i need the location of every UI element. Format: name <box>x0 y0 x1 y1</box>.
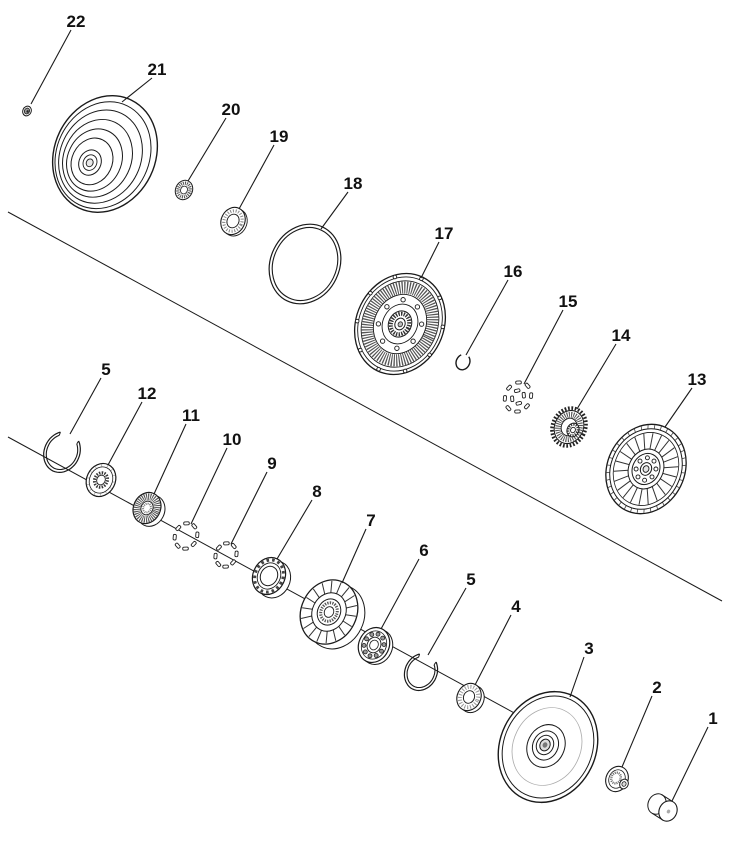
leader-line-part-18 <box>320 191 349 230</box>
leader-line-part-13 <box>664 387 693 428</box>
leader-line-part-6 <box>380 558 420 630</box>
part-15-graphic <box>502 380 534 414</box>
part-2-graphic <box>605 765 629 793</box>
part-number-label: 19 <box>270 127 289 146</box>
parts-layer <box>22 95 687 822</box>
part-10-graphic <box>172 521 200 551</box>
part-7-graphic <box>299 579 366 650</box>
part-number-label: 5 <box>101 360 110 379</box>
part-14-graphic <box>550 406 588 448</box>
part-11-graphic <box>132 491 166 527</box>
leader-lines-layer <box>30 29 709 802</box>
part-17-graphic <box>353 272 447 376</box>
leader-line-part-15 <box>523 309 564 385</box>
part-5-graphic <box>403 653 439 692</box>
part-16-graphic <box>455 354 471 371</box>
part-number-label: 20 <box>222 100 241 119</box>
axis-line <box>7 211 723 602</box>
part-21-graphic <box>51 95 159 213</box>
part-number-label: 14 <box>612 326 631 345</box>
part-number-label: 9 <box>267 454 276 473</box>
part-number-label: 8 <box>312 482 321 501</box>
part-9-graphic <box>213 541 239 569</box>
part-number-label: 11 <box>182 406 200 425</box>
leader-line-part-22 <box>30 29 72 105</box>
part-13-graphic <box>605 423 687 515</box>
part-5-graphic <box>43 431 81 474</box>
part-number-label: 4 <box>511 597 521 616</box>
part-number-label: 18 <box>344 174 363 193</box>
part-number-label: 15 <box>559 292 578 311</box>
part-6-graphic <box>357 626 394 665</box>
leader-line-part-9 <box>230 471 268 545</box>
part-number-label: 22 <box>67 12 86 31</box>
leader-line-part-20 <box>187 117 227 182</box>
part-22-graphic <box>22 105 32 117</box>
part-number-label: 13 <box>688 370 707 389</box>
leader-line-part-5 <box>427 587 467 656</box>
leader-line-part-21 <box>121 77 153 103</box>
part-number-label: 2 <box>652 678 661 697</box>
leader-line-part-14 <box>576 343 617 410</box>
leader-line-part-7 <box>341 528 367 584</box>
part-number-label: 6 <box>419 541 428 560</box>
part-18-graphic <box>268 223 342 305</box>
part-number-label: 16 <box>504 262 523 281</box>
leader-line-part-1 <box>671 726 709 802</box>
leader-line-part-19 <box>238 144 275 210</box>
part-number-label: 7 <box>366 511 375 530</box>
leader-line-part-12 <box>107 401 143 466</box>
part-number-label: 1 <box>708 709 717 728</box>
leader-line-part-10 <box>190 447 228 525</box>
part-1-graphic <box>647 793 678 822</box>
part-number-label: 10 <box>223 430 242 449</box>
part-4-graphic <box>456 682 485 714</box>
part-number-label: 5 <box>466 570 475 589</box>
leader-line-part-4 <box>474 614 512 686</box>
leader-line-part-8 <box>276 499 313 560</box>
part-number-label: 17 <box>435 224 454 243</box>
part-20-graphic <box>174 179 194 201</box>
part-number-label: 3 <box>584 639 593 658</box>
part-19-graphic <box>220 206 248 237</box>
leader-line-part-17 <box>420 241 440 279</box>
leader-line-part-2 <box>621 695 653 768</box>
part-12-graphic <box>85 462 117 498</box>
part-number-label: 12 <box>138 384 157 403</box>
leader-line-part-5 <box>69 377 102 435</box>
part-8-graphic <box>251 556 292 599</box>
leader-line-part-11 <box>153 423 187 495</box>
part-number-label: 21 <box>148 60 167 79</box>
part-3-graphic <box>497 690 599 804</box>
leader-line-part-3 <box>569 656 585 698</box>
leader-line-part-16 <box>465 279 509 356</box>
